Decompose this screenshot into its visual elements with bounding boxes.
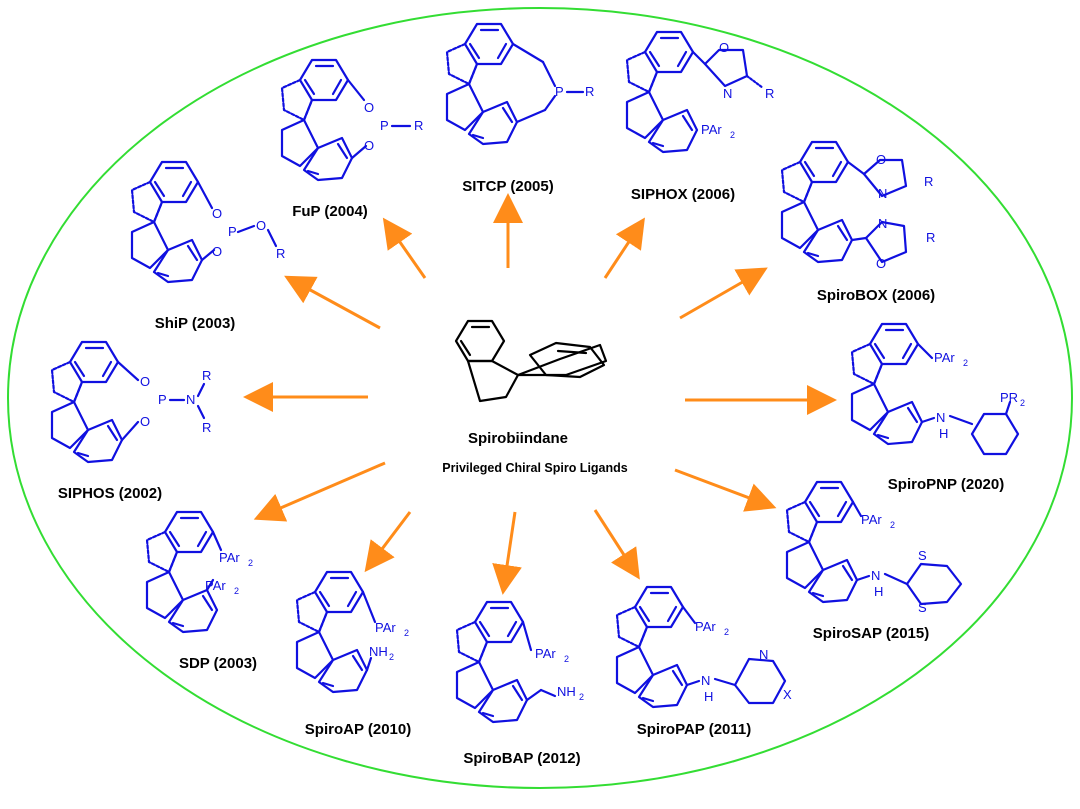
atom-label: PR — [1000, 390, 1018, 405]
arrows — [243, 193, 837, 595]
atom-label: P — [158, 392, 167, 407]
atom-label: R — [202, 368, 211, 383]
atom-label: X — [783, 687, 792, 702]
atom-label: R — [585, 84, 594, 99]
atom-label: 2 — [234, 586, 239, 596]
atom-label: PAr — [535, 646, 556, 661]
atom-label: N — [878, 216, 887, 231]
atom-label: O — [876, 152, 886, 167]
boundary-ellipse — [7, 7, 1073, 789]
atom-label: 2 — [248, 558, 253, 568]
atom-label: 2 — [404, 628, 409, 638]
ligand-sitcp-structure: P R — [445, 22, 594, 146]
center-subtitle: Privileged Chiral Spiro Ligands — [442, 461, 628, 475]
ligand-spirobox-structure: O N R N O R — [780, 140, 935, 271]
ligand-spirobap-structure: PAr 2 NH 2 — [455, 600, 584, 724]
atom-label: 2 — [564, 654, 569, 664]
atom-label: NH — [369, 644, 388, 659]
atom-label: O — [212, 244, 222, 259]
atom-label: 2 — [389, 652, 394, 662]
atom-label: O — [140, 414, 150, 429]
atom-label: 2 — [579, 692, 584, 702]
atom-label: R — [202, 420, 211, 435]
ligand-label-siphos: SIPHOS (2002) — [57, 485, 163, 502]
atom-label: O — [876, 256, 886, 271]
atom-label: H — [704, 689, 713, 704]
ligand-siphos-structure: O P N R R O — [50, 340, 211, 464]
atom-label: N — [723, 86, 732, 101]
atom-label: PAr — [375, 620, 396, 635]
atom-label: N — [701, 673, 710, 688]
atom-label: R — [924, 174, 933, 189]
atom-label: PAr — [219, 550, 240, 565]
ligand-label-spiroap: SpiroAP (2010) — [304, 721, 412, 738]
atom-label: O — [256, 218, 266, 233]
atom-label: H — [874, 584, 883, 599]
atom-label: N — [871, 568, 880, 583]
ligand-label-fup: FuP (2004) — [292, 203, 368, 220]
atom-label: 2 — [730, 130, 735, 140]
ligand-label-spiropap: SpiroPAP (2011) — [636, 721, 752, 738]
atom-label: S — [918, 600, 927, 615]
atom-label: R — [926, 230, 935, 245]
atom-label: PAr — [205, 578, 226, 593]
atom-label: PAr — [934, 350, 955, 365]
ligand-label-sdp: SDP (2003) — [178, 655, 258, 672]
atom-label: N — [936, 410, 945, 425]
atom-label: P — [555, 84, 564, 99]
atom-label: PAr — [861, 512, 882, 527]
ligand-fup-structure: O P O R — [280, 58, 423, 182]
atom-label: 2 — [963, 358, 968, 368]
ligand-spiropnp-structure: PAr 2 N H PR 2 — [850, 322, 1025, 456]
atom-label: P — [228, 224, 237, 239]
atom-label: O — [364, 138, 374, 153]
center-title: Spirobiindane — [467, 430, 569, 447]
ligand-sdp-structure: PAr 2 PAr 2 — [145, 510, 253, 634]
atom-label: P — [380, 118, 389, 133]
spirobiindane-structure — [454, 319, 608, 403]
atom-label: O — [364, 100, 374, 115]
atom-label: R — [276, 246, 285, 261]
atom-label: S — [918, 548, 927, 563]
ligand-label-ship: ShiP (2003) — [154, 315, 236, 332]
atom-label: 2 — [1020, 398, 1025, 408]
ligand-siphox-structure: O N R PAr 2 — [625, 30, 774, 154]
atom-label: R — [765, 86, 774, 101]
atom-label: PAr — [695, 619, 716, 634]
atom-label: PAr — [701, 122, 722, 137]
atom-label: 2 — [724, 627, 729, 637]
ligand-label-spirobap: SpiroBAP (2012) — [463, 750, 581, 767]
ligand-spiropap-structure: PAr 2 N H N X — [615, 585, 792, 709]
ligand-label-spirosap: SpiroSAP (2015) — [812, 625, 930, 642]
atom-label: N — [186, 392, 195, 407]
ligand-label-sitcp: SITCP (2005) — [462, 178, 554, 195]
ligand-spiroap-structure: PAr 2 NH 2 — [295, 570, 409, 694]
atom-label: N — [878, 186, 887, 201]
ligand-label-spirobox: SpiroBOX (2006) — [816, 287, 936, 304]
atom-label: O — [140, 374, 150, 389]
ligand-label-spiropnp: SpiroPNP (2020) — [887, 476, 1005, 493]
atom-label: O — [212, 206, 222, 221]
atom-label: H — [939, 426, 948, 441]
ligand-spirosap-structure: PAr 2 N H S S — [785, 480, 963, 615]
atom-label: R — [414, 118, 423, 133]
atom-label: O — [719, 40, 729, 55]
atom-label: N — [759, 647, 768, 662]
atom-label: NH — [557, 684, 576, 699]
ligand-ship-structure: O P O O R — [130, 160, 285, 284]
atom-label: 2 — [890, 520, 895, 530]
ligand-label-siphox: SIPHOX (2006) — [630, 186, 736, 203]
